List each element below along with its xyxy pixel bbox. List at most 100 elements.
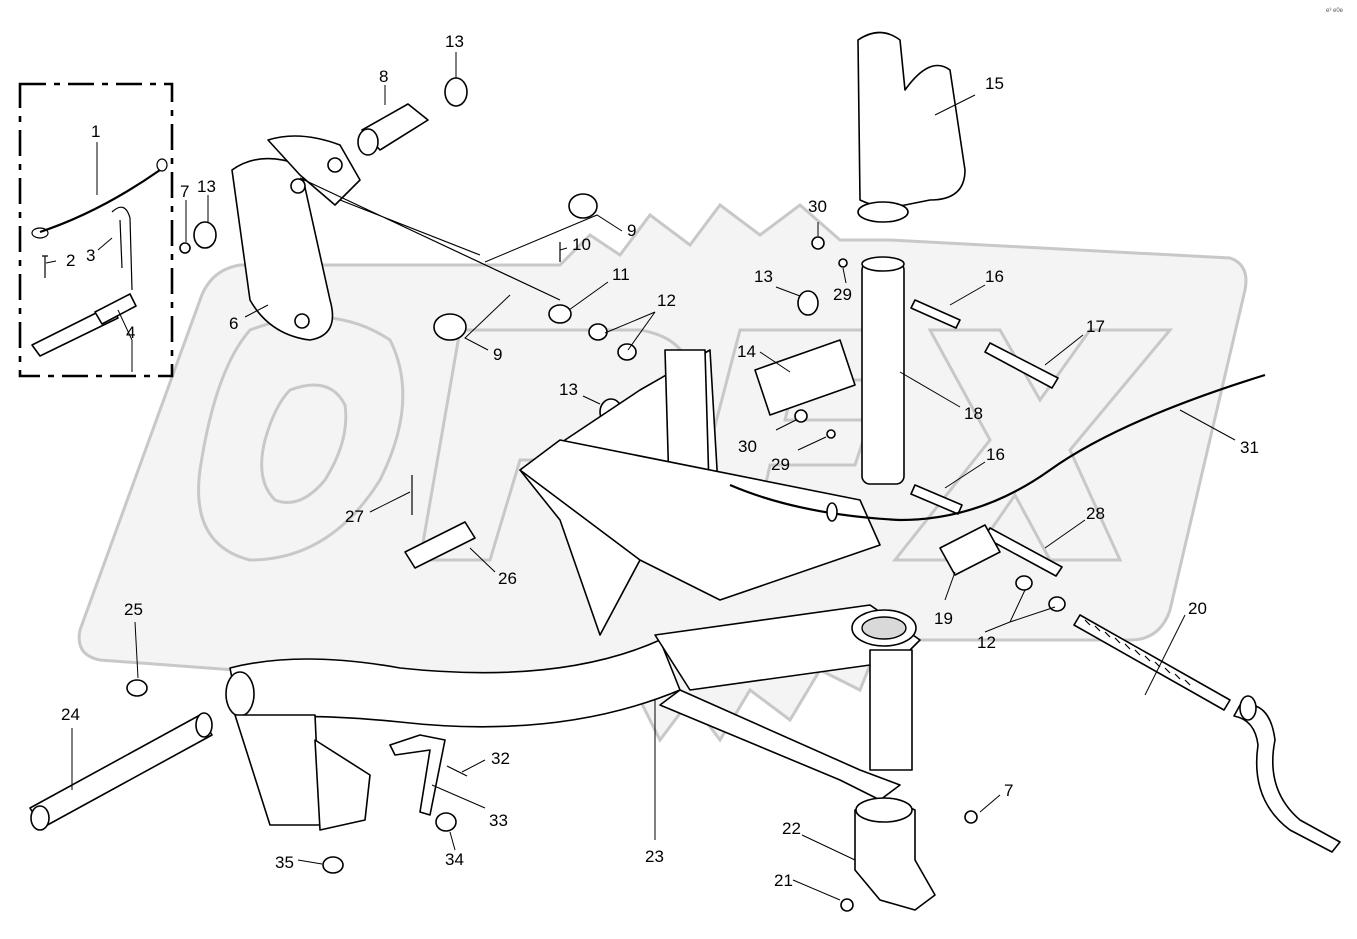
callout-4: 4	[126, 323, 135, 342]
lower-mount-bore	[855, 797, 913, 823]
top-clevis-collar	[857, 201, 909, 223]
callout-31: 31	[1240, 438, 1259, 457]
callout-17: 17	[1086, 317, 1105, 336]
callout-16-bottom: 16	[986, 445, 1005, 464]
split-pin	[42, 255, 48, 278]
callout-13-top: 13	[445, 32, 464, 51]
callout-29-top: 29	[833, 285, 852, 304]
bushing-8-end	[357, 128, 379, 156]
knob-34	[435, 812, 457, 832]
washer-29-top	[838, 258, 848, 268]
lanyard-eye	[156, 158, 168, 172]
hitch-pin-collar	[94, 293, 137, 325]
lanyard-ring	[31, 227, 49, 239]
grease-nipple-7-lower	[964, 810, 978, 824]
callout-12-bottom: 12	[977, 633, 996, 652]
rod-thread	[1084, 619, 1191, 686]
callout-29-mid: 29	[771, 455, 790, 474]
washer-12-d	[1048, 596, 1066, 612]
pin-24-tip	[30, 805, 50, 831]
top-clevis-15	[857, 31, 966, 208]
nut-30-mid	[794, 409, 808, 423]
hitch-pin	[31, 305, 119, 357]
washer-29-mid	[826, 429, 836, 439]
callout-13-right: 13	[754, 267, 773, 286]
pin-14	[754, 339, 856, 416]
callout-19: 19	[934, 609, 953, 628]
bushing-19	[939, 524, 1001, 576]
grease-nipple-21	[840, 898, 854, 912]
mast-pin-18	[861, 261, 905, 485]
corner-code: e³ e0e	[1326, 8, 1344, 14]
control-parts	[29, 373, 1341, 912]
callout-3: 3	[86, 246, 95, 265]
washer-12-b	[617, 343, 637, 361]
lever-collar	[1239, 695, 1257, 721]
castle-nut-11	[548, 304, 572, 324]
circlip-13-right	[797, 290, 819, 316]
inset-kit-box	[18, 82, 174, 378]
mast-housing-bore	[861, 616, 907, 640]
callout-27: 27	[345, 507, 364, 526]
callout-23: 23	[645, 847, 664, 866]
mast-pin-top	[861, 256, 905, 272]
arm-side-plate	[231, 157, 334, 341]
lock-lever-33	[389, 734, 446, 816]
callout-15: 15	[985, 74, 1004, 93]
arm-hole-c	[327, 157, 343, 173]
inset-dashed-frame	[18, 82, 174, 378]
callout-30-top: 30	[808, 197, 827, 216]
bushing-9-top	[568, 193, 598, 219]
callout-26: 26	[498, 569, 517, 588]
lever-handle	[1233, 703, 1341, 853]
callout-25: 25	[124, 600, 143, 619]
circlip-13-left	[193, 221, 217, 249]
callout-24: 24	[61, 705, 80, 724]
callout-32: 32	[491, 749, 510, 768]
leader-lines	[45, 52, 1236, 901]
frame-tube	[229, 639, 681, 728]
callout-13-center: 13	[559, 380, 578, 399]
callout-30-mid: 30	[738, 437, 757, 456]
main-frame-23	[225, 349, 936, 911]
washer-12-a	[588, 323, 608, 341]
callout-21: 21	[774, 871, 793, 890]
callout-33: 33	[489, 811, 508, 830]
callout-13-left: 13	[197, 177, 216, 196]
cable-clip	[826, 502, 838, 522]
bushing-9-bottom	[433, 313, 467, 341]
callout-10: 10	[572, 235, 591, 254]
callout-20: 20	[1188, 599, 1207, 618]
callout-6: 6	[229, 314, 238, 333]
mast-housing	[869, 649, 913, 771]
callout-34: 34	[445, 850, 464, 869]
arm-spar-lines	[299, 177, 561, 301]
callout-12-top: 12	[657, 291, 676, 310]
callout-1: 1	[91, 122, 100, 141]
pin-24-end	[195, 712, 213, 738]
mast-assembly	[599, 31, 1066, 612]
callout-8: 8	[379, 67, 388, 86]
lower-bracket-lugs	[314, 739, 371, 831]
frame-tube-end	[225, 671, 255, 717]
callout-7-left: 7	[180, 182, 189, 201]
callout-35: 35	[275, 853, 294, 872]
grease-nipple-25	[126, 679, 148, 697]
arm-rear-plate	[267, 135, 361, 206]
callout-11: 11	[612, 265, 630, 284]
grease-nipple-7	[179, 242, 191, 254]
callout-18: 18	[964, 404, 983, 423]
arm-hole-a	[290, 178, 306, 194]
pin-26	[404, 521, 476, 569]
frame-crossmember	[519, 439, 881, 601]
washer-35	[322, 856, 344, 874]
callout-7-right: 7	[1004, 781, 1013, 800]
washer-12-c	[1015, 575, 1033, 591]
pin-24	[29, 714, 213, 829]
callout-2: 2	[66, 251, 75, 270]
lift-arm-assembly	[179, 77, 637, 361]
callout-labels: 1 2 3 4 6 7 7 8 9 9 10 11 12 12 13 13 13…	[61, 32, 1259, 890]
callout-14: 14	[737, 342, 756, 361]
